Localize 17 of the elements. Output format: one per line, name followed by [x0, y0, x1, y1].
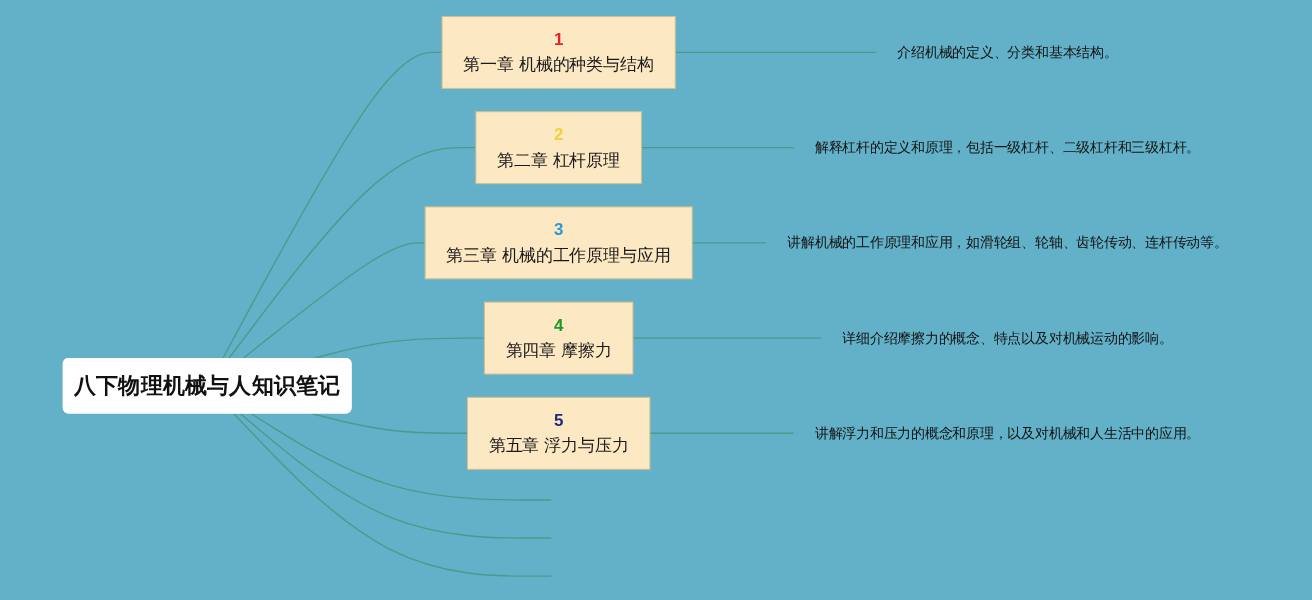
node-text: 详细介绍摩擦力的概念、特点以及对机械运动的影响。: [842, 329, 1173, 346]
node-text: 介绍机械的定义、分类和基本结构。: [897, 44, 1118, 61]
connector: [221, 51, 443, 360]
node-text: 讲解浮力和压力的概念和原理，以及对机械和人生活中的应用。: [814, 425, 1201, 441]
connector: [250, 412, 552, 501]
connector: [232, 412, 552, 577]
node-box: 4 第四章 摩擦力: [483, 301, 634, 375]
node-box: 2 第二章 杠杆原理: [475, 111, 642, 185]
node-text: 讲解机械的工作原理和应用，如滑轮组、轮轴、齿轮传动、连杆传动等。: [787, 234, 1228, 251]
connector: [632, 337, 822, 339]
node-box: 5 第五章 浮力与压力: [466, 396, 651, 470]
node-box: 3 第三章 机械的工作原理与应用: [424, 206, 693, 280]
node-box: 1 第一章 机械的种类与结构: [441, 15, 676, 89]
connector: [649, 432, 795, 434]
connector: [241, 242, 426, 360]
connector: [239, 412, 552, 539]
node-text: 解释杠杆的定义和原理，包括一级杠杆、二级杠杆和三级杠杆。: [814, 139, 1201, 156]
